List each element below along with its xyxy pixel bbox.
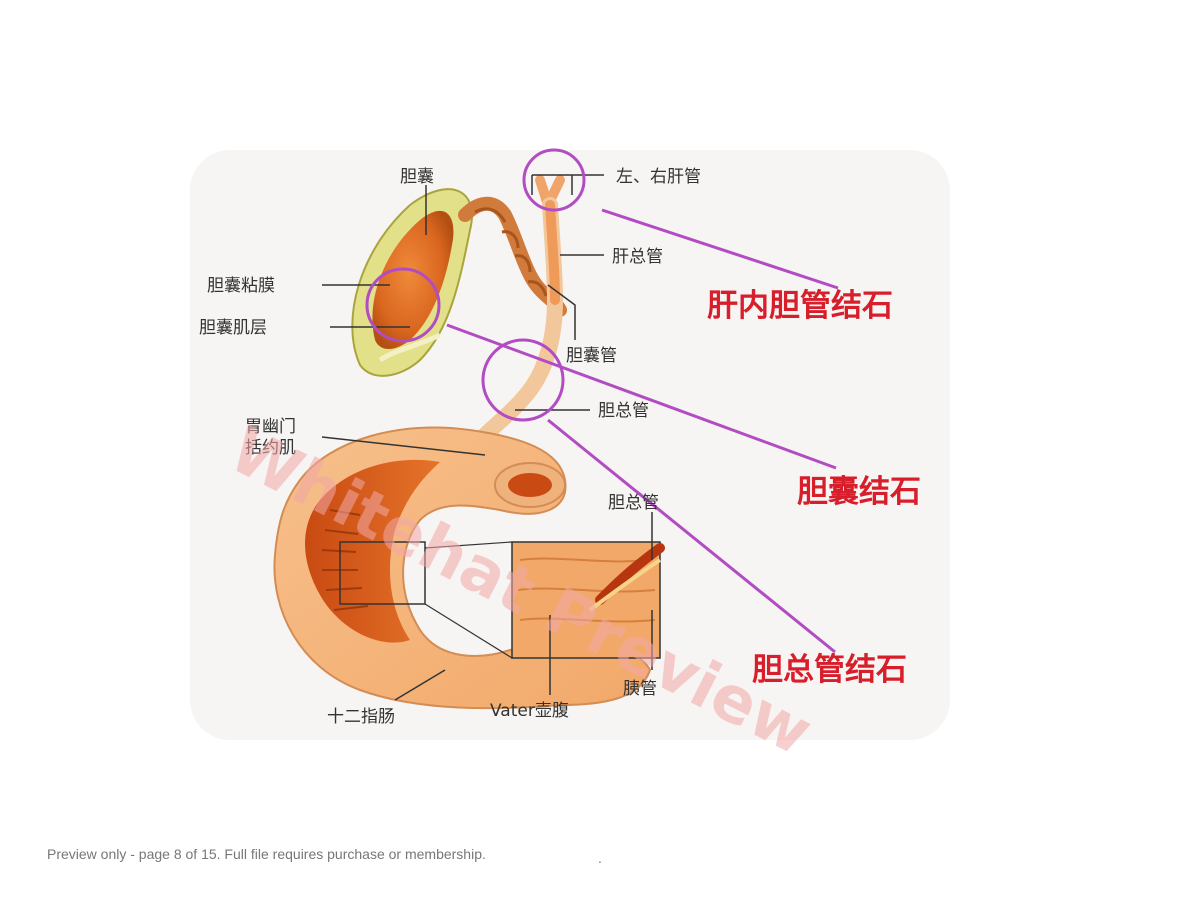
- label-duodenum: 十二指肠: [327, 707, 395, 727]
- label-left-right-hepatic-duct: 左、右肝管: [616, 167, 701, 187]
- duodenum-shape: [273, 426, 652, 710]
- gallbladder-circle: [365, 267, 441, 343]
- label-gallbladder: 胆囊: [400, 167, 434, 187]
- label-common-bile-duct-2: 胆总管: [608, 493, 659, 513]
- label-common-bile-duct: 胆总管: [598, 401, 649, 421]
- stone-highlight-circles: [365, 148, 586, 422]
- label-common-hepatic-duct: 肝总管: [612, 247, 663, 267]
- label-pylorus-line1: 胃幽门: [245, 417, 296, 437]
- leader-lines: [321, 174, 653, 701]
- label-pancreatic-duct: 胰管: [623, 679, 657, 699]
- hepatic-duct-circle: [522, 148, 586, 212]
- stone-label-common-bile-duct: 胆总管结石: [752, 652, 907, 688]
- label-cystic-duct: 胆囊管: [566, 346, 617, 366]
- preview-footer-note: Preview only - page 8 of 15. Full file r…: [47, 846, 486, 862]
- stone-labels: 肝内胆管结石 胆囊结石 胆总管结石: [707, 288, 921, 688]
- stone-pointer-lines: [446, 208, 839, 654]
- label-pylorus-line2: 括约肌: [245, 438, 296, 458]
- vater-inset: [339, 541, 665, 659]
- stone-label-gallbladder: 胆囊结石: [797, 474, 921, 510]
- anatomy-labels: 胆囊 左、右肝管 肝总管 胆囊粘膜 胆囊肌层 胆囊管 胆总管 胃幽门 括约肌 胆…: [199, 167, 701, 727]
- label-gallbladder-mucosa: 胆囊粘膜: [207, 276, 275, 296]
- common-bile-duct-circle: [481, 338, 565, 422]
- gallbladder-shape: [351, 188, 473, 377]
- label-vater-ampulla: Vater壶腹: [490, 701, 569, 721]
- cystic-duct-shape: [458, 196, 567, 317]
- stone-label-intrahepatic: 肝内胆管结石: [707, 288, 893, 324]
- footer-dot: .: [598, 850, 602, 866]
- label-gallbladder-muscle: 胆囊肌层: [199, 318, 267, 338]
